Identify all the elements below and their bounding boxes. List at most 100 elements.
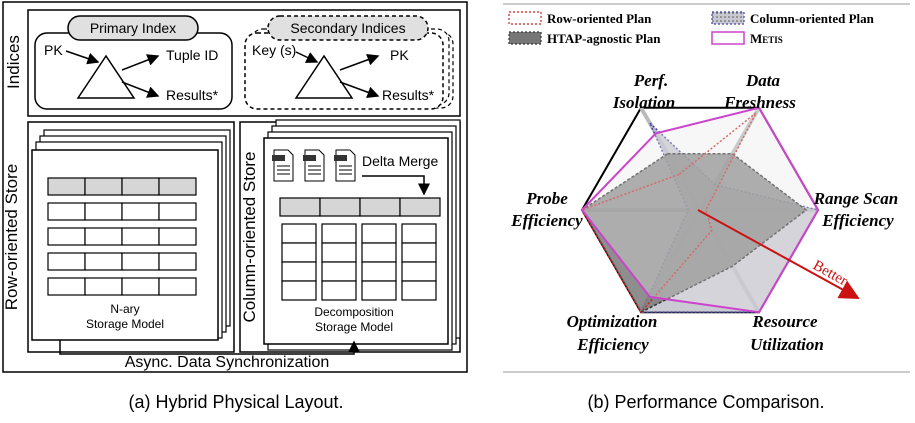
- column-cell: [361, 242, 397, 263]
- log-file-icon: [334, 149, 356, 182]
- row-header-cell: [158, 177, 197, 196]
- axis-label-probe-2: Efficiency: [510, 211, 583, 230]
- legend-label-metis: Metis: [750, 31, 783, 46]
- column-cell: [321, 223, 357, 244]
- row-model-line1: N-ary: [110, 302, 139, 316]
- column-cell: [401, 223, 437, 244]
- axis-label-optimization-2: Efficiency: [576, 335, 649, 354]
- primary-index-title: Primary Index: [90, 20, 176, 36]
- axis-label-resource-2: Utilization: [750, 335, 824, 354]
- column-cell: [401, 261, 437, 282]
- axis-label-data-freshness-1: Data: [745, 71, 781, 90]
- secondary-index-title: Secondary Indices: [290, 20, 405, 36]
- legend-label-column: Column-oriented Plan: [750, 11, 875, 26]
- row-header-cell: [47, 177, 86, 196]
- primary-out-bottom: Results*: [166, 87, 219, 103]
- column-cell: [401, 242, 437, 263]
- axis-label-resource-1: Resource: [751, 312, 818, 331]
- better-label: Better: [810, 258, 850, 290]
- legend-swatch-column: [711, 11, 745, 25]
- legend-swatch-metis: [711, 31, 745, 45]
- axis-label-probe-1: Probe: [525, 189, 568, 208]
- delta-merge-label: Delta Merge: [362, 153, 438, 169]
- series-row-oriented: [580, 112, 757, 314]
- row-grid: [47, 177, 197, 296]
- legend: Row-oriented Plan Column-oriented Plan H…: [508, 11, 875, 46]
- async-sync-label: Async. Data Synchronization: [125, 354, 330, 371]
- secondary-out-arrow-top: [339, 53, 380, 71]
- panel-a-caption: (a) Hybrid Physical Layout.: [128, 392, 343, 412]
- secondary-input-arrow: [295, 51, 319, 63]
- row-header-cell: [121, 177, 160, 196]
- axis-label-perf-isolation-1: Perf.: [633, 71, 668, 90]
- secondary-btree-triangle: [294, 54, 354, 99]
- panel-b-caption: (b) Performance Comparison.: [587, 392, 824, 412]
- log-file-icons: [272, 149, 356, 182]
- row-cell: [47, 252, 86, 271]
- delta-merge-arrow: [362, 175, 430, 196]
- indices-label: Indices: [4, 35, 23, 89]
- axis-label-optimization-1: Optimization: [567, 312, 658, 331]
- row-store: Row-oriented Store N-ary Storage Model: [2, 121, 235, 353]
- primary-out-arrow-bottom: [121, 81, 160, 98]
- secondary-index-input: Key (s): [252, 42, 296, 58]
- row-cell: [47, 202, 86, 221]
- axis-label-perf-isolation-2: Isolation: [612, 93, 675, 112]
- column-cell: [361, 280, 397, 301]
- col-model-line2: Storage Model: [315, 320, 393, 334]
- row-cell: [121, 202, 160, 221]
- row-header-cell: [84, 177, 123, 196]
- col-model-line1: Decomposition: [314, 305, 393, 319]
- axis-label-data-freshness-2: Freshness: [723, 93, 796, 112]
- column-cell: [361, 261, 397, 282]
- primary-input-arrow: [65, 50, 100, 65]
- primary-out-top: Tuple ID: [166, 47, 218, 63]
- column-cell: [361, 223, 397, 244]
- row-cell: [158, 227, 197, 246]
- column-cell: [281, 223, 317, 244]
- row-store-label: Row-oriented Store: [2, 164, 21, 310]
- primary-index: Primary Index PK Tuple ID Results*: [34, 15, 233, 110]
- column-store: Column-oriented Store: [239, 119, 461, 353]
- row-cell: [121, 252, 160, 271]
- row-cell: [158, 277, 197, 296]
- secondary-indices: Secondary Indices Key (s) PK Results*: [244, 15, 454, 110]
- primary-out-arrow-top: [121, 54, 160, 71]
- column-cell: [401, 280, 437, 301]
- column-header-cell: [399, 197, 441, 217]
- row-cell: [84, 277, 123, 296]
- row-cell: [47, 227, 86, 246]
- secondary-out-bottom: Results*: [382, 87, 435, 103]
- row-cell: [158, 202, 197, 221]
- row-cell: [121, 227, 160, 246]
- column-cell: [321, 242, 357, 263]
- secondary-index-title-pill: [267, 15, 429, 41]
- row-cell: [121, 277, 160, 296]
- primary-index-title-pill: [67, 15, 199, 41]
- column-cell: [281, 242, 317, 263]
- better-arrow: [697, 209, 860, 299]
- panel-b: Row-oriented Plan Column-oriented Plan H…: [503, 3, 910, 373]
- row-cell: [47, 277, 86, 296]
- row-cell: [84, 252, 123, 271]
- log-file-icon: [303, 149, 325, 182]
- column-cell: [321, 280, 357, 301]
- column-header-cell: [319, 197, 361, 217]
- panel-a: Indices Primary Index PK Tuple ID Result…: [2, 1, 468, 373]
- column-header-cell: [279, 197, 321, 217]
- legend-label-htap: HTAP-agnostic Plan: [547, 31, 661, 46]
- row-model-line2: Storage Model: [86, 317, 164, 331]
- column-header-cell: [359, 197, 401, 217]
- column-grid: [279, 197, 441, 301]
- column-cell: [321, 261, 357, 282]
- secondary-out-top: PK: [390, 47, 409, 63]
- column-cell: [281, 280, 317, 301]
- axis-label-range-scan-1: Range Scan: [813, 189, 899, 208]
- axis-label-range-scan-2: Efficiency: [821, 211, 894, 230]
- column-store-label: Column-oriented Store: [240, 151, 259, 322]
- row-cell: [158, 252, 197, 271]
- secondary-out-arrow-bottom: [339, 81, 380, 99]
- primary-index-input: PK: [44, 42, 63, 58]
- primary-btree-triangle: [76, 54, 136, 99]
